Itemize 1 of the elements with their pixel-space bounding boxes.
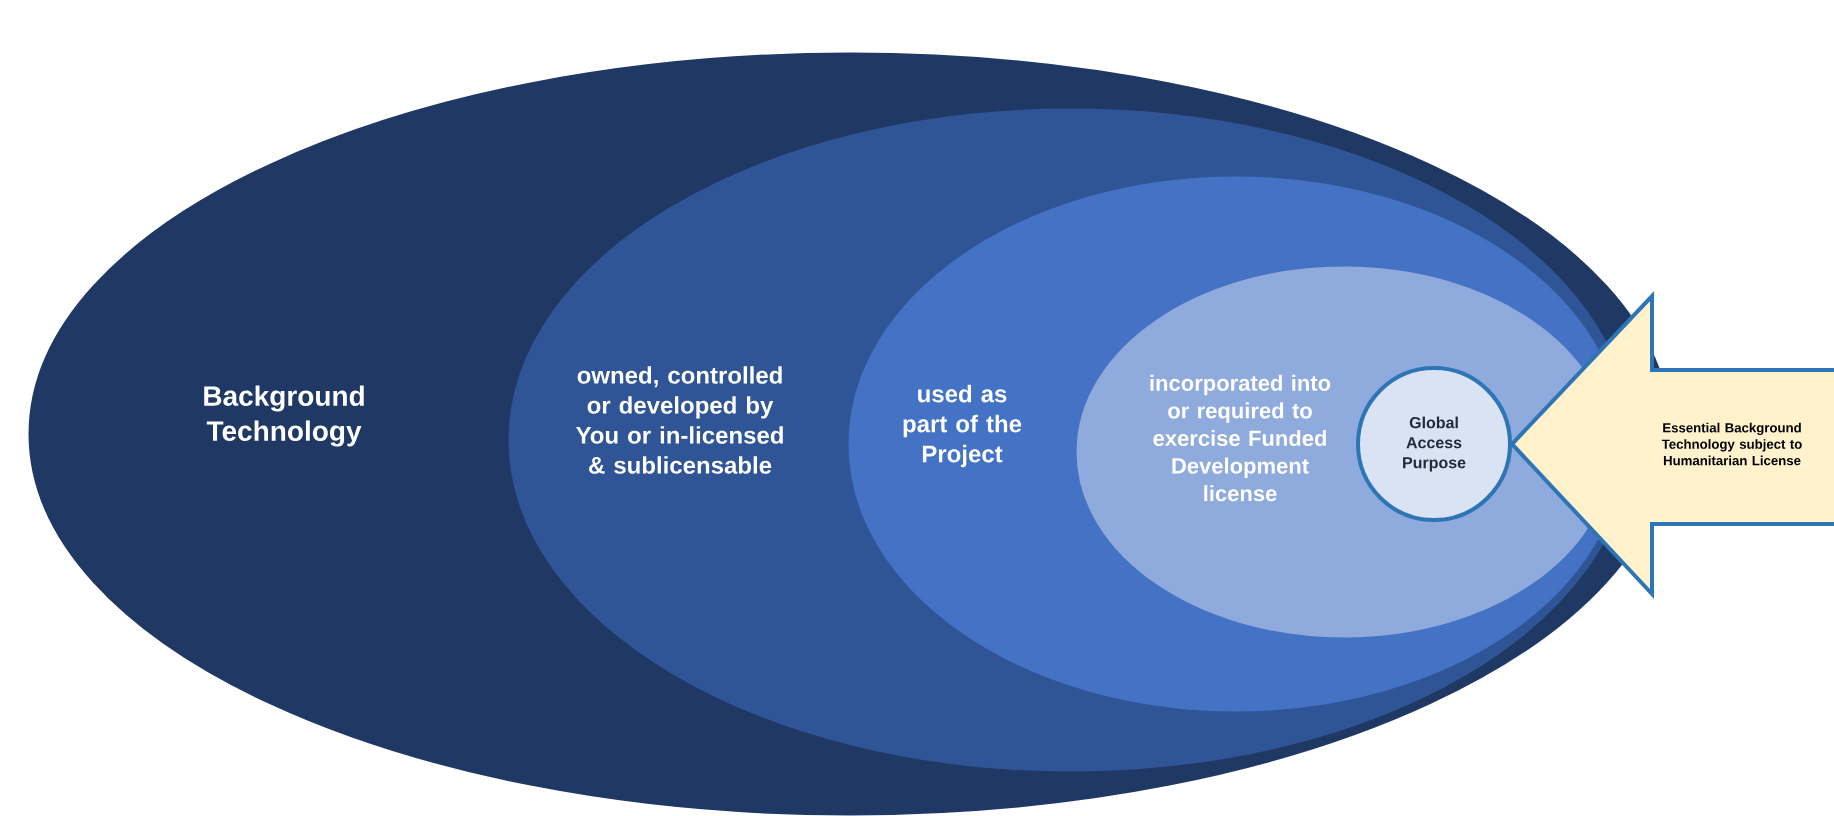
circle-region: Global Access Purpose bbox=[1356, 366, 1512, 522]
